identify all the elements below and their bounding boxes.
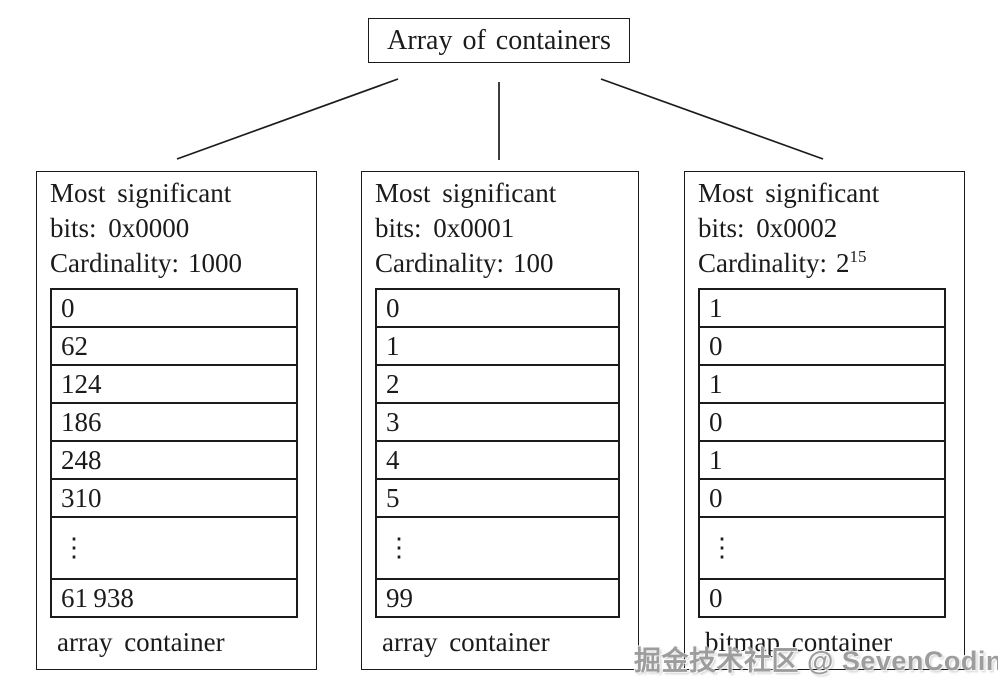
- cardinality-value: 2: [835, 248, 850, 278]
- table-cell: 0: [52, 290, 296, 328]
- ellipsis-cell: ⋮: [377, 518, 618, 580]
- table-cell: 0: [709, 582, 723, 613]
- cardinality-value: 1000: [187, 248, 242, 278]
- table-cell: 99: [386, 582, 413, 613]
- container-type-label: array container: [382, 627, 550, 657]
- container-0x0000: Most significant bits: 0x0000 Cardinalit…: [36, 171, 317, 670]
- container-title-line1: Most significant: [50, 178, 232, 208]
- container-type-label: array container: [57, 627, 225, 657]
- container-title-line2: bits: 0x0001: [375, 213, 515, 243]
- container-0x0001: Most significant bits: 0x0001 Cardinalit…: [361, 171, 639, 670]
- table-cell: 1: [377, 328, 618, 366]
- container-title-line2: bits: 0x0002: [698, 213, 838, 243]
- table-cell: 1: [700, 442, 944, 480]
- container-cardinality: Cardinality: 1000: [50, 246, 298, 281]
- ellipsis-cell: ⋮: [52, 518, 296, 580]
- ellipsis-cell: ⋮: [700, 518, 944, 580]
- cell-table: 0 62 124 186 248 310 ⋮ 61 938: [50, 288, 298, 618]
- table-cell: 0: [700, 328, 944, 366]
- table-cell: 0: [700, 480, 944, 518]
- container-cardinality: Cardinality: 215: [698, 246, 946, 281]
- cardinality-label: Cardinality:: [50, 248, 179, 278]
- cardinality-label: Cardinality:: [375, 248, 504, 278]
- connector-line-left: [176, 78, 399, 160]
- table-cell: 124: [52, 366, 296, 404]
- table-cell: 1: [700, 290, 944, 328]
- table-cell: 310: [52, 480, 296, 518]
- connector-line-right: [600, 78, 824, 160]
- cell-table: 0 1 2 3 4 5 ⋮ 99: [375, 288, 620, 618]
- table-cell: 248: [52, 442, 296, 480]
- container-title-line1: Most significant: [375, 178, 557, 208]
- table-cell: 4: [377, 442, 618, 480]
- container-0x0002: Most significant bits: 0x0002 Cardinalit…: [684, 171, 965, 670]
- root-node-title: Array of containers: [387, 24, 611, 56]
- table-cell: 2: [377, 366, 618, 404]
- container-type-label: bitmap container: [705, 627, 893, 657]
- container-title-line1: Most significant: [698, 178, 880, 208]
- table-cell: 3: [377, 404, 618, 442]
- cardinality-exponent: 15: [849, 247, 867, 266]
- root-node-box: Array of containers: [368, 18, 630, 63]
- cardinality-value: 100: [512, 248, 554, 278]
- table-cell: 0: [700, 404, 944, 442]
- table-cell: 186: [52, 404, 296, 442]
- container-cardinality: Cardinality: 100: [375, 246, 620, 281]
- watermark-text: 掘金技术社区 @ SevenCoding: [634, 646, 998, 676]
- table-cell: 62: [52, 328, 296, 366]
- table-cell: 0: [377, 290, 618, 328]
- table-cell: 61 938: [61, 582, 134, 613]
- table-cell: 5: [377, 480, 618, 518]
- cardinality-label: Cardinality:: [698, 248, 827, 278]
- cell-table: 1 0 1 0 1 0 ⋮ 0: [698, 288, 946, 618]
- table-cell: 1: [700, 366, 944, 404]
- container-title-line2: bits: 0x0000: [50, 213, 190, 243]
